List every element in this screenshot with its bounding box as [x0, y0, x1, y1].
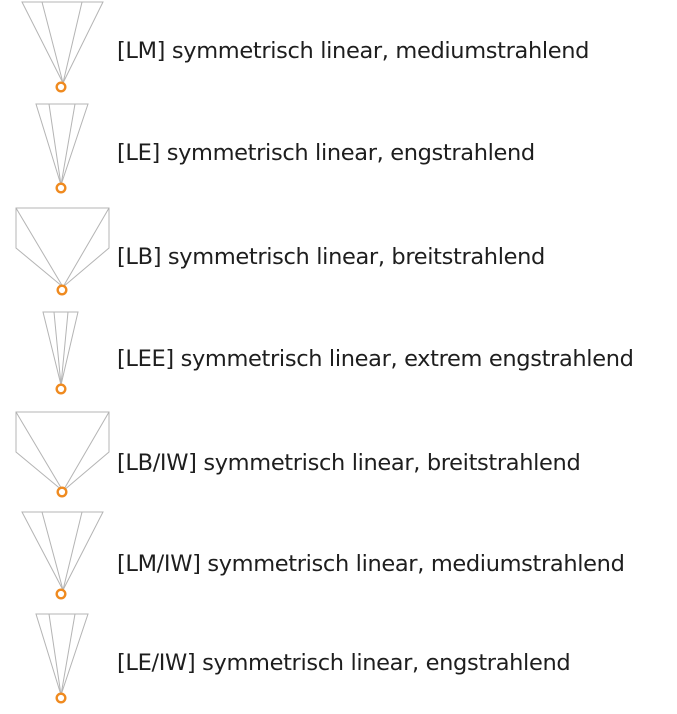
light-source-icon: [55, 383, 67, 395]
light-source-icon: [56, 486, 68, 498]
legend-item-lm: [LM] symmetrisch linear, mediumstrahlend: [0, 0, 677, 102]
legend-label-lb-iw: [LB/IW] symmetrisch linear, breitstrahle…: [117, 450, 581, 476]
legend-label-lm: [LM] symmetrisch linear, mediumstrahlend: [117, 38, 590, 64]
legend-label-lee: [LEE] symmetrisch linear, extrem engstra…: [117, 346, 634, 372]
legend-item-lm-iw: [LM/IW] symmetrisch linear, mediumstrahl…: [0, 510, 677, 612]
light-source-icon: [55, 81, 67, 93]
wide-beam-icon: [15, 207, 110, 296]
wide-beam-icon: [15, 411, 110, 498]
light-source-icon: [56, 284, 68, 296]
medium-beam-icon: [21, 511, 104, 600]
legend-item-le: [LE] symmetrisch linear, engstrahlend: [0, 102, 677, 204]
light-source-icon: [55, 692, 67, 704]
extreme-narrow-beam-icon: [42, 311, 79, 395]
legend-label-lb: [LB] symmetrisch linear, breitstrahlend: [117, 244, 545, 270]
legend-label-le-iw: [LE/IW] symmetrisch linear, engstrahlend: [117, 650, 571, 676]
legend-item-lee: [LEE] symmetrisch linear, extrem engstra…: [0, 306, 677, 408]
legend-label-lm-iw: [LM/IW] symmetrisch linear, mediumstrahl…: [117, 551, 625, 577]
legend-item-lb: [LB] symmetrisch linear, breitstrahlend: [0, 204, 677, 306]
legend-item-le-iw: [LE/IW] symmetrisch linear, engstrahlend: [0, 612, 677, 714]
legend-label-le: [LE] symmetrisch linear, engstrahlend: [117, 140, 535, 166]
medium-beam-icon: [21, 1, 104, 93]
legend-item-lb-iw: [LB/IW] symmetrisch linear, breitstrahle…: [0, 408, 677, 510]
light-source-icon: [55, 588, 67, 600]
light-source-icon: [55, 182, 67, 194]
narrow-beam-icon: [35, 103, 89, 194]
narrow-beam-icon: [35, 613, 89, 704]
